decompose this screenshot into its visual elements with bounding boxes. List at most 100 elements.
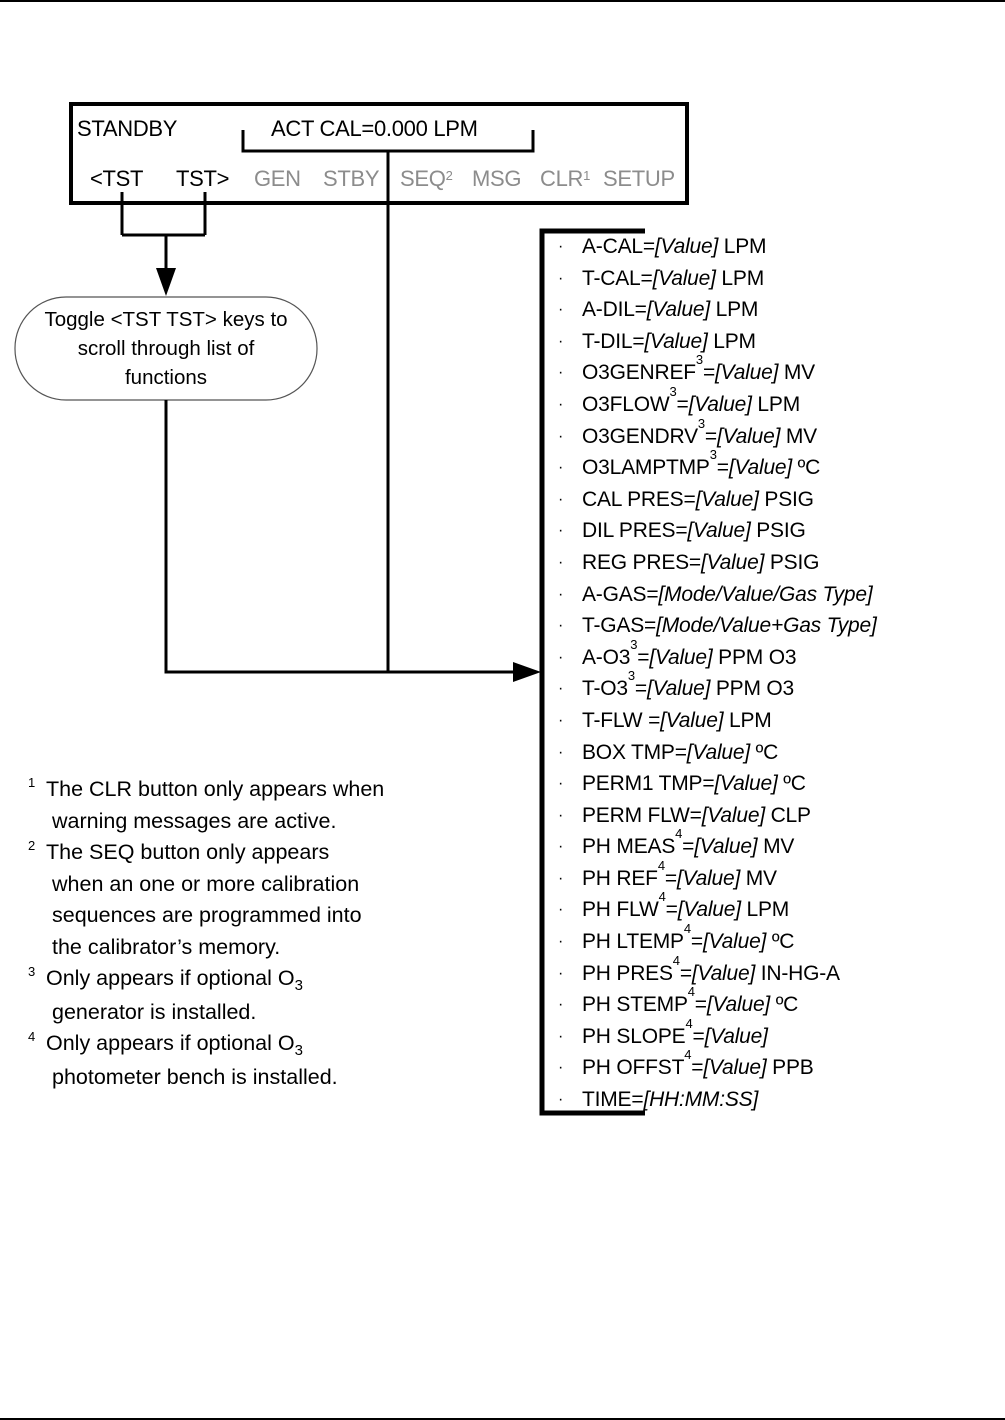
page-top-rule [0,0,1005,2]
function-value: [Value] [702,930,767,954]
function-unit: PSIG [750,519,806,543]
function-name: BOX TMP= [582,740,687,764]
footnote-ref: 3 [630,636,638,652]
footnote-text: The SEQ button only appears [46,840,330,864]
function-unit: LPM [715,266,764,290]
function-value: [Value] [686,740,750,764]
bullet-icon: · [558,680,564,698]
footnote-text: when an one or more calibration [52,871,360,896]
function-value: [Value] [691,961,756,985]
footnote-text: Only appears if optional O3 [46,966,303,994]
instruction-line-2: scroll through list of [77,337,255,360]
function-name: PH LTEMP [582,930,684,954]
function-label: PH PRES4=[Value] IN-HG-A [582,954,840,990]
footnote-2-line: the calibrator’s memory. [24,932,384,964]
bullet-icon: · [558,775,564,793]
footnote-text: Only appears if optional O3 [46,1031,303,1059]
function-unit: ºC [792,456,821,480]
equals-sign: = [690,930,703,954]
function-unit: PSIG [758,487,814,511]
function-unit: LPM [709,298,759,322]
function-name: T-CAL= [582,266,653,290]
equals-sign: = [665,898,678,922]
function-value: [HH:MM:SS] [643,1088,759,1112]
function-value: [Value] [649,645,713,669]
bullet-icon: · [558,427,564,445]
display-key-msg[interactable]: MSG [472,166,522,192]
function-value: [Mode/Value+Gas Type] [656,614,877,638]
function-name: PH OFFST [582,1056,685,1080]
display-key-tst-next[interactable]: TST> [176,166,230,192]
bullet-icon: · [558,1059,564,1077]
footnote-2-line: when an one or more calibration [24,869,384,901]
footnote-ref: 4 [672,952,680,968]
footnote-ref: 4 [657,857,665,873]
function-name: TIME= [582,1088,644,1112]
function-value: [Value] [695,487,759,511]
footnote-ref: 4 [675,826,683,842]
display-key-setup[interactable]: SETUP [603,166,675,192]
bullet-icon: · [558,964,564,982]
display-key-seq[interactable]: SEQ2 [400,166,453,192]
function-name: A-GAS= [582,582,659,606]
function-name: PH FLW [582,898,659,922]
bullet-icon: · [558,332,564,350]
footnote-3-line: generator is installed. [24,997,384,1029]
function-label: T-CAL=[Value] LPM [582,263,764,295]
equals-sign: = [694,993,707,1017]
bullet-icon: · [558,996,564,1014]
key-label: STBY [323,166,380,191]
function-label: PH MEAS4=[Value] MV [582,827,794,863]
equals-sign: = [704,424,717,448]
function-unit: LPM [740,898,790,922]
key-label: SEQ [400,166,446,191]
display-status: STANDBY [77,116,178,141]
function-name: T-O3 [582,677,628,701]
function-name: T-GAS= [582,614,657,638]
display-key-clr[interactable]: CLR1 [540,166,590,192]
bullet-icon: · [558,459,564,477]
function-label: PH LTEMP4=[Value] ºC [582,922,794,958]
bullet-icon: · [558,238,564,255]
function-value: [Value] [728,456,793,480]
bullet-icon: · [558,301,564,319]
function-label: T-O33=[Value] PPM O3 [582,669,794,705]
footnote-mark: 4 [28,1029,36,1044]
key-label: <TST [90,166,144,191]
display-key-gen[interactable]: GEN [254,166,301,192]
footnote-ref: 1 [583,168,591,183]
function-label: PH REF4=[Value] MV [582,859,777,895]
footnote-text: The CLR button only appears when [46,777,385,801]
bullet-icon: · [558,617,564,635]
instruction-keys: <TST TST> [110,308,217,331]
footnote-2-line: 2 The SEQ button only appears [24,837,384,869]
function-label: O3LAMPTMP3=[Value] ºC [582,448,821,484]
footnote-mark: 2 [28,838,36,853]
key-label: GEN [254,166,301,191]
function-name: PERM FLW= [582,803,702,827]
function-value: [Value] [646,298,710,322]
function-label: O3GENREF3=[Value] MV [582,353,815,389]
function-value: [Value] [701,550,765,574]
function-label: TIME=[HH:MM:SS] [582,1084,758,1116]
footnote-ref: 3 [697,415,705,431]
instruction-suffix: keys to [216,308,288,331]
footnote-2-line: sequences are programmed into [24,900,384,932]
display-key-stby[interactable]: STBY [323,166,380,192]
key-label: MSG [472,166,522,191]
function-label: PH FLW4=[Value] LPM [582,890,790,926]
function-unit: MV [778,361,815,385]
bullet-icon: · [558,743,564,761]
function-name: O3GENDRV [582,424,698,448]
bullet-icon: · [558,1027,564,1045]
function-label: BOX TMP=[Value] ºC [582,737,778,769]
function-unit: MV [780,424,817,448]
display-key-tst-prev[interactable]: <TST [90,166,144,192]
equals-sign: = [634,677,647,701]
function-unit: CLP [764,803,811,827]
function-unit: PPM O3 [710,677,794,701]
function-label: CAL PRES=[Value] PSIG [582,484,814,516]
function-name: PH REF [582,866,658,890]
